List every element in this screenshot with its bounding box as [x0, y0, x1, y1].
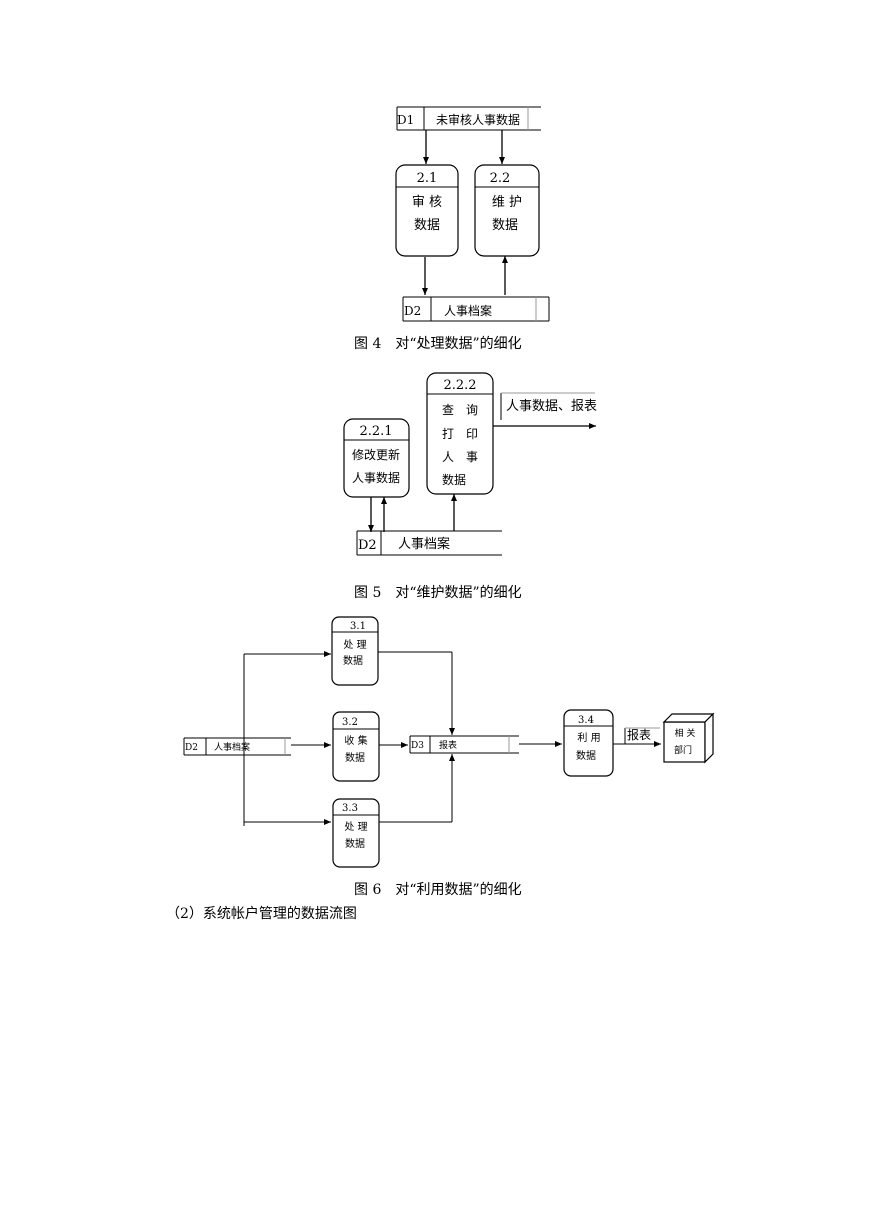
process-3-2: 3.2 收 集 数据	[332, 711, 380, 782]
process-label-line2: 数据	[414, 218, 440, 233]
data-store-d1: D1 未审核人事数据	[396, 106, 541, 131]
process-id: 3.1	[350, 621, 366, 632]
process-label-line2: 数据	[576, 749, 596, 762]
process-3-3: 3.3 处 理 数据	[332, 798, 380, 868]
store-label: 人事档案	[398, 537, 450, 552]
process-id: 3.4	[578, 715, 594, 726]
entity-label-line1: 相 关	[675, 727, 696, 739]
process-label-line1: 维 护	[492, 195, 522, 210]
data-store-d2: D2 人事档案	[356, 530, 502, 556]
section-heading: （2）系统帐户管理的数据流图	[166, 905, 357, 922]
data-store-d2: D2 人事档案	[183, 737, 291, 756]
flow-label: 人事数据、报表	[506, 399, 597, 414]
process-id: 3.2	[342, 717, 358, 728]
figure-4: D1 未审核人事数据 2.1 审 核 数据 2.2 维 护 数据	[354, 106, 550, 352]
figure-5: 2.2.1 修改更新 人事数据 2.2.2 查 询 打 印 人 事 数据 人事数…	[343, 372, 597, 601]
store-label: 人事档案	[214, 741, 250, 753]
flow-label: 报表	[627, 727, 651, 742]
process-label-line1: 处 理	[343, 639, 366, 651]
process-id: 2.2	[490, 171, 511, 186]
figure-caption: 图 6 对“利用数据”的细化	[354, 882, 522, 898]
process-label-line1: 审 核	[412, 195, 442, 210]
process-id: 2.1	[417, 171, 438, 186]
process-2-1: 2.1 审 核 数据	[395, 164, 459, 257]
data-store-d3: D3 报表	[409, 735, 519, 754]
store-id: D1	[397, 113, 414, 127]
process-label-line4: 数据	[442, 472, 466, 487]
process-label-line1: 查 询	[442, 403, 478, 417]
process-label-line2: 数据	[343, 654, 363, 667]
process-label-line1: 修改更新	[352, 447, 400, 462]
external-entity: 相 关 部门	[662, 712, 715, 764]
process-label-line1: 处 理	[344, 821, 367, 833]
store-id: D3	[411, 741, 424, 751]
store-id: D2	[404, 304, 421, 318]
store-id: D2	[358, 538, 377, 553]
process-3-1: 3.1 处 理 数据	[331, 616, 379, 686]
process-2-2-2: 2.2.2 查 询 打 印 人 事 数据	[426, 372, 494, 495]
store-label: 人事档案	[444, 303, 492, 318]
process-label-line1: 利 用	[577, 732, 600, 744]
process-3-4: 3.4 利 用 数据	[563, 709, 614, 777]
figure-caption: 图 4 对“处理数据”的细化	[354, 336, 522, 352]
process-label-line2: 数据	[345, 751, 365, 764]
process-label-line2: 数据	[345, 837, 365, 850]
process-label-line1: 收 集	[344, 734, 367, 747]
store-label: 报表	[439, 739, 457, 751]
process-2-2-1: 2.2.1 修改更新 人事数据	[343, 418, 410, 498]
process-id: 2.2.2	[443, 378, 476, 393]
process-label-line2: 数据	[492, 218, 518, 233]
figure-6: D2 人事档案 3.1 处 理 数据 3.2 收 集 数据 3.3	[183, 616, 715, 898]
store-id: D2	[185, 743, 198, 753]
process-2-2: 2.2 维 护 数据	[474, 164, 540, 257]
process-label-line3: 人 事	[442, 450, 478, 464]
process-id: 2.2.1	[359, 424, 392, 439]
store-label: 未审核人事数据	[436, 112, 520, 127]
entity-label-line2: 部门	[674, 744, 692, 756]
figure-caption: 图 5 对“维护数据”的细化	[354, 585, 522, 601]
data-store-d2: D2 人事档案	[402, 296, 550, 322]
process-id: 3.3	[342, 803, 358, 814]
process-label-line2: 人事数据	[352, 470, 400, 485]
process-label-line2: 打 印	[442, 427, 478, 441]
